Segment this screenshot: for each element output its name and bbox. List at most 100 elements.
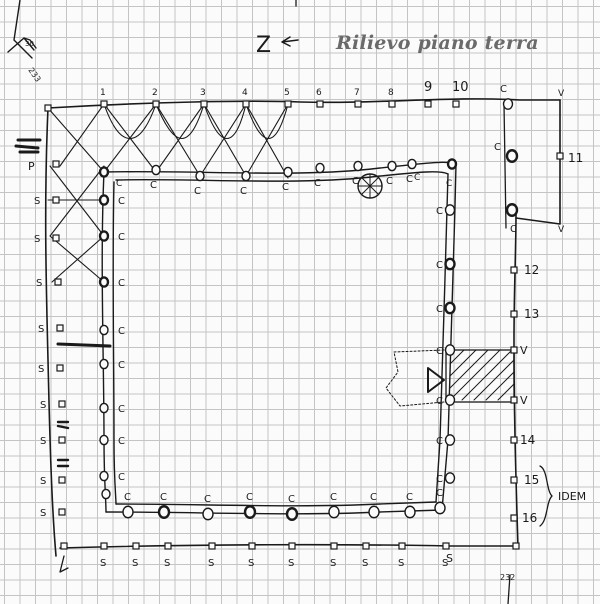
south-pillar (60, 542, 68, 550)
top-pillar-number: 1 (100, 88, 106, 98)
column-label-s: S (442, 558, 448, 569)
column-label-c: C (160, 492, 167, 503)
west-pillar (58, 436, 66, 444)
column-label-c: C (436, 488, 443, 499)
west-pillar (56, 324, 64, 332)
top-pillar (424, 100, 432, 108)
column-label-c: C (330, 492, 337, 503)
top-pillar-number: 2 (152, 88, 158, 98)
north-letter: Z (256, 33, 271, 58)
column-ring (285, 507, 299, 521)
outer-walls (44, 98, 561, 573)
east-pillar-number: 16 (522, 511, 537, 525)
column-label-c: C (436, 206, 443, 217)
east-pillar (510, 476, 518, 484)
south-pillar (132, 542, 140, 550)
column-label-s: S (288, 558, 294, 569)
column-label-c: C (204, 494, 211, 505)
column-label-c: C (118, 196, 125, 207)
east-pillar (510, 396, 518, 404)
column-ring (444, 301, 456, 315)
column-label-c: C (494, 142, 501, 153)
column-ring (99, 470, 109, 482)
drawing-title: Rilievo piano terra (336, 32, 539, 54)
west-pillar (52, 234, 60, 242)
column-ring (328, 505, 340, 519)
column-ring (122, 505, 134, 519)
column-label-c: C (150, 180, 157, 191)
column-ring (502, 98, 514, 110)
east-pillar (510, 266, 518, 274)
south-pillar (362, 542, 370, 550)
column-ring (98, 194, 110, 206)
column-label-c: C (436, 346, 443, 357)
east-pillar (510, 310, 518, 318)
column-label-v: V (520, 394, 528, 407)
south-pillar (512, 542, 520, 550)
pillar-label-p: P (28, 160, 35, 173)
column-ring (151, 164, 161, 176)
column-label-c: C (118, 404, 125, 415)
column-ring (99, 324, 109, 336)
east-pillar-number: 12 (524, 263, 539, 277)
top-pillar-number: 4 (242, 88, 248, 98)
column-label-c: C (352, 176, 359, 187)
top-pillar (388, 100, 396, 108)
column-label-v: V (520, 344, 528, 357)
top-pillar (242, 100, 250, 108)
top-pillar-number: 10 (452, 80, 469, 95)
column-label-c: C (124, 492, 131, 503)
column-label-c: C (118, 436, 125, 447)
column-label-c: C (314, 178, 321, 189)
south-pillar (398, 542, 406, 550)
column-label-c: C (118, 232, 125, 243)
column-label-c: C (436, 474, 443, 485)
well-rosette (357, 173, 383, 199)
column-label-c: C (194, 186, 201, 197)
column-label-c: C (436, 396, 443, 407)
east-pillar (510, 346, 518, 354)
north-arrow: Z (256, 0, 299, 58)
south-pillar (330, 542, 338, 550)
column-ring (283, 166, 293, 178)
column-label-c: C (436, 436, 443, 447)
column-ring (243, 505, 257, 519)
top-pillar (100, 100, 108, 108)
column-label-s: S (248, 558, 254, 569)
west-pillar (58, 476, 66, 484)
top-pillar-number: 6 (316, 88, 322, 98)
column-label-c: C (406, 174, 413, 185)
corner-note-bottom: 232 (500, 573, 515, 582)
column-ring (195, 170, 205, 182)
column-ring (99, 434, 109, 446)
column-ring (157, 505, 171, 519)
column-ring (444, 257, 456, 271)
top-pillar (44, 104, 52, 112)
idem-brace: IDEM (539, 465, 586, 527)
column-ring (387, 160, 397, 172)
column-label-c: C (386, 176, 393, 187)
top-pillar-number: 9 (424, 80, 432, 95)
top-pillar-number: 5 (284, 88, 290, 98)
west-pillar (58, 508, 66, 516)
column-label-s: S (40, 476, 46, 487)
pillar-marks (44, 98, 564, 550)
column-label-s: S (446, 552, 453, 565)
south-pillar (100, 542, 108, 550)
column-label-c: C (118, 326, 125, 337)
column-label-c: C (288, 494, 295, 505)
idem-label: IDEM (558, 490, 586, 503)
column-ring (404, 505, 416, 519)
column-label-s: S (40, 508, 46, 519)
top-pillar (316, 100, 324, 108)
south-pillar (442, 542, 450, 550)
west-pillar (52, 160, 60, 168)
column-ring (444, 472, 456, 484)
column-label-c: C (118, 360, 125, 371)
column-label-c: C (500, 84, 507, 95)
south-pillar (164, 542, 172, 550)
east-pillar-number: 11 (568, 151, 583, 165)
south-pillar (288, 542, 296, 550)
